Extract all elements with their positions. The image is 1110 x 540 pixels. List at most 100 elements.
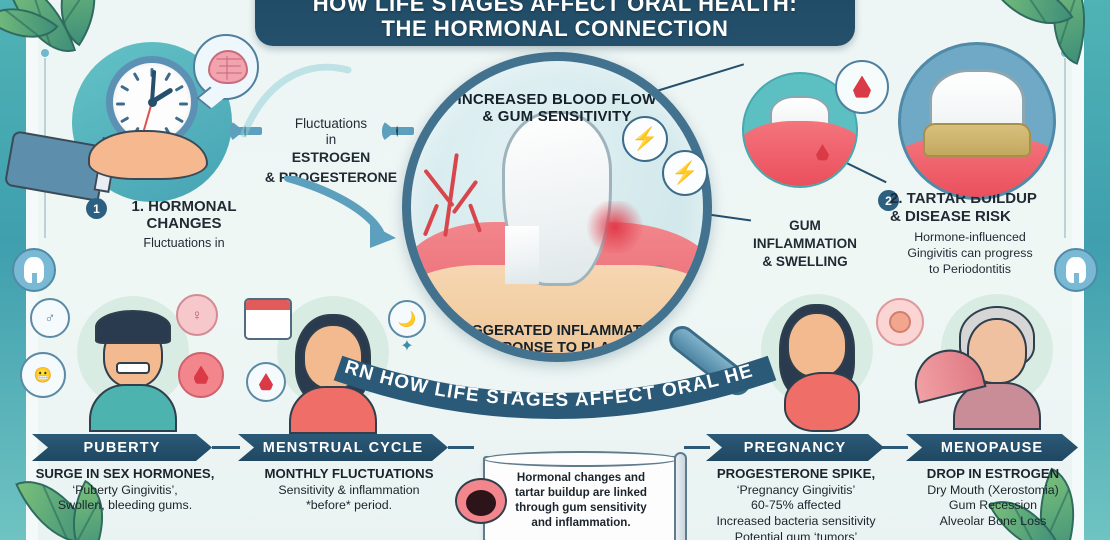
scroll-line3: through gum sensitivity [515, 501, 647, 515]
page-title-line2: THE HORMONAL CONNECTION [381, 16, 729, 41]
magnifier-bottom-label: EXAGGERATED INFLAMMATORY RESPONSE TO PLA… [411, 323, 703, 357]
stage-banner-puberty[interactable]: PUBERTY [32, 434, 212, 461]
hormone-label-line1: Fluctuations [294, 116, 368, 131]
step2-desc-line1: Hormone-influenced [914, 230, 1026, 244]
blood-drop-icon [178, 352, 224, 398]
stage-text-menstrual-cycle: MONTHLY FLUCTUATIONS Sensitivity & infla… [244, 466, 454, 514]
stage-banner-pregnancy[interactable]: PREGNANCY [706, 434, 884, 461]
gum-callout-line1: GUM [789, 218, 821, 233]
stage-banner-label: MENSTRUAL CYCLE [262, 439, 424, 456]
braces-smile-icon [116, 362, 150, 374]
stage-text-puberty: SURGE IN SEX HORMONES, ‘Puberty Gingivit… [20, 466, 230, 514]
step2-desc-line2: Gingivitis can progress [907, 246, 1033, 260]
tooth-illustration [502, 111, 612, 286]
banner-connector [684, 446, 710, 449]
stage-text-pregnancy: PROGESTERONE SPIKE, ‘Pregnancy Gingiviti… [690, 466, 902, 540]
stage-line: Sensitivity & inflammation [278, 482, 420, 497]
stage-headline: DROP IN ESTROGEN [926, 466, 1060, 481]
stage-line: Swollen, bleeding gums. [57, 498, 193, 513]
banner-connector [882, 446, 908, 449]
stage-text-menopause: DROP IN ESTROGEN Dry Mouth (Xerostomia) … [898, 466, 1088, 530]
inflamed-gum-shape [744, 121, 856, 186]
arrow-right-icon [382, 120, 426, 142]
stage-line: ‘Pregnancy Gingivitis’ [736, 482, 856, 497]
figure-pregnant-woman [742, 288, 892, 432]
stage-line: 60-75% affected [750, 498, 841, 513]
hormone-label-estrogen: ESTROGEN [291, 149, 371, 165]
stage-banner-label: MENOPAUSE [940, 439, 1044, 456]
lightning-bolt-yellow-icon: ⚡ [662, 150, 708, 196]
stage-headline: PROGESTERONE SPIKE, [716, 466, 876, 481]
torso-shape [89, 384, 177, 432]
blood-vessel [451, 179, 479, 215]
tooth-icon [1054, 248, 1098, 292]
female-symbol-icon: ♀ [176, 294, 218, 336]
page-title-line1: HOW LIFE STAGES AFFECT ORAL HEALTH: [312, 0, 798, 16]
step2-number-badge: 2 [878, 190, 899, 211]
braces-smile-icon: 😬 [20, 352, 66, 398]
calendar-icon [244, 298, 292, 340]
banner-connector [212, 446, 240, 449]
tooth-icon [12, 248, 56, 292]
stage-headline: SURGE IN SEX HORMONES, [35, 466, 215, 481]
stage-line: Increased bacteria sensitivity [716, 513, 876, 528]
gum-inflammation-illustration [742, 72, 858, 188]
hand-holding-clock-illustration [3, 38, 230, 202]
scroll-rod [674, 452, 687, 540]
tartar-buildup-illustration [898, 42, 1056, 200]
blood-drop-icon [853, 75, 871, 98]
stage-banner-menstrual-cycle[interactable]: MENSTRUAL CYCLE [238, 434, 448, 461]
banner-connector [448, 446, 474, 449]
open-mouth-icon [455, 478, 507, 524]
figure-older-woman [922, 288, 1072, 430]
stage-line: Dry Mouth (Xerostomia) [927, 482, 1059, 497]
step1-title: 1. HORMONAL CHANGES [131, 198, 237, 233]
blood-drop-icon [246, 362, 286, 402]
step1-number-badge: 1 [86, 198, 107, 219]
step1-subtitle: Fluctuations in [143, 236, 225, 250]
curved-arrow-icon [284, 174, 404, 268]
brain-icon [208, 50, 248, 84]
learn-more-ribbon[interactable]: LEARN HOW LIFE STAGES AFFECT ORAL HEALTH [323, 336, 780, 428]
torso-shape [289, 386, 377, 434]
pregnant-belly-shape [784, 372, 860, 432]
blood-vessel [422, 203, 440, 237]
stage-banner-label: PUBERTY [83, 439, 161, 456]
stage-banner-menopause[interactable]: MENOPAUSE [906, 434, 1078, 461]
stage-line: Potential gum ‘tumors’ [734, 529, 858, 540]
blood-drop-badge [835, 60, 889, 114]
magnifier-top-label-line1: INCREASED BLOOD FLOW [457, 91, 657, 108]
scroll-text: Hormonal changes and tartar buildup are … [485, 458, 677, 530]
lightning-bolt-red-icon: ⚡ [622, 116, 668, 162]
hormone-label-line2: in [325, 132, 337, 147]
magnifier-top-label: INCREASED BLOOD FLOW & GUM SENSITIVITY [411, 91, 703, 126]
step2-desc-line3: to Periodontitis [929, 262, 1011, 276]
hand-palm-shape [88, 130, 208, 180]
curved-arrow-decor-icon [238, 54, 354, 140]
tartar-deposit-shape [923, 123, 1031, 157]
summary-scroll: Hormonal changes and tartar buildup are … [483, 451, 687, 540]
hair-shape [95, 310, 171, 344]
stage-line: ‘Puberty Gingivitis’, [72, 482, 178, 497]
inflammation-hotspot [583, 201, 647, 253]
sparkle-icon: ✦ [400, 338, 414, 355]
stage-line: Gum Recession [948, 498, 1038, 513]
scroll-line1: Hormonal changes and [516, 471, 646, 484]
stage-line: Alveolar Bone Loss [939, 513, 1047, 528]
scroll-line4: and inflammation. [531, 516, 631, 530]
magnifier-bottom-label-line1: EXAGGERATED INFLAMMATORY [441, 323, 673, 340]
magnifier-lens: INCREASED BLOOD FLOW & GUM SENSITIVITY E… [402, 52, 712, 362]
male-symbol-icon: ♂ [30, 298, 70, 338]
callout-line [649, 63, 744, 94]
brain-speech-bubble [193, 34, 259, 100]
fetus-icon [876, 298, 924, 346]
stage-headline: MONTHLY FLUCTUATIONS [264, 466, 434, 481]
stage-line: *before* period. [305, 498, 393, 513]
scroll-line2: tartar buildup are linked [514, 486, 648, 500]
figure-teen-boy [58, 290, 208, 432]
magnifier-bottom-label-line2: RESPONSE TO PLAQUE [472, 340, 642, 357]
step2-title-line2: & DISEASE RISK [890, 208, 1011, 225]
gum-callout-line3: & SWELLING [762, 254, 848, 269]
page-title-banner: HOW LIFE STAGES AFFECT ORAL HEALTH: THE … [255, 0, 855, 46]
